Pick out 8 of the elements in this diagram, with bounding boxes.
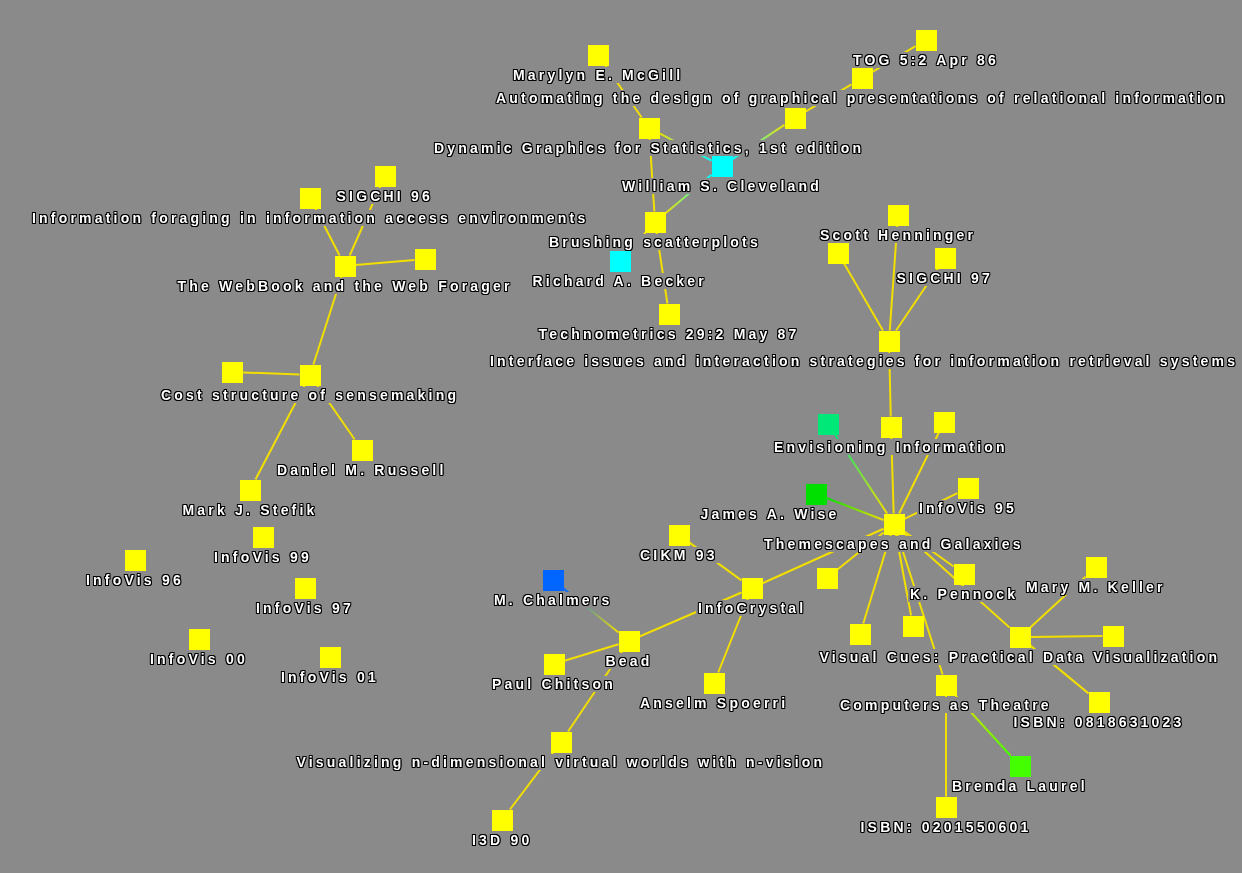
edge-line xyxy=(1029,635,1104,638)
edge-line xyxy=(241,371,301,376)
edge-line xyxy=(888,224,899,332)
edge-line xyxy=(945,694,947,798)
edge-line xyxy=(563,643,620,662)
edge-line xyxy=(354,258,416,267)
edge-line xyxy=(825,497,885,521)
edge-line xyxy=(843,262,884,332)
